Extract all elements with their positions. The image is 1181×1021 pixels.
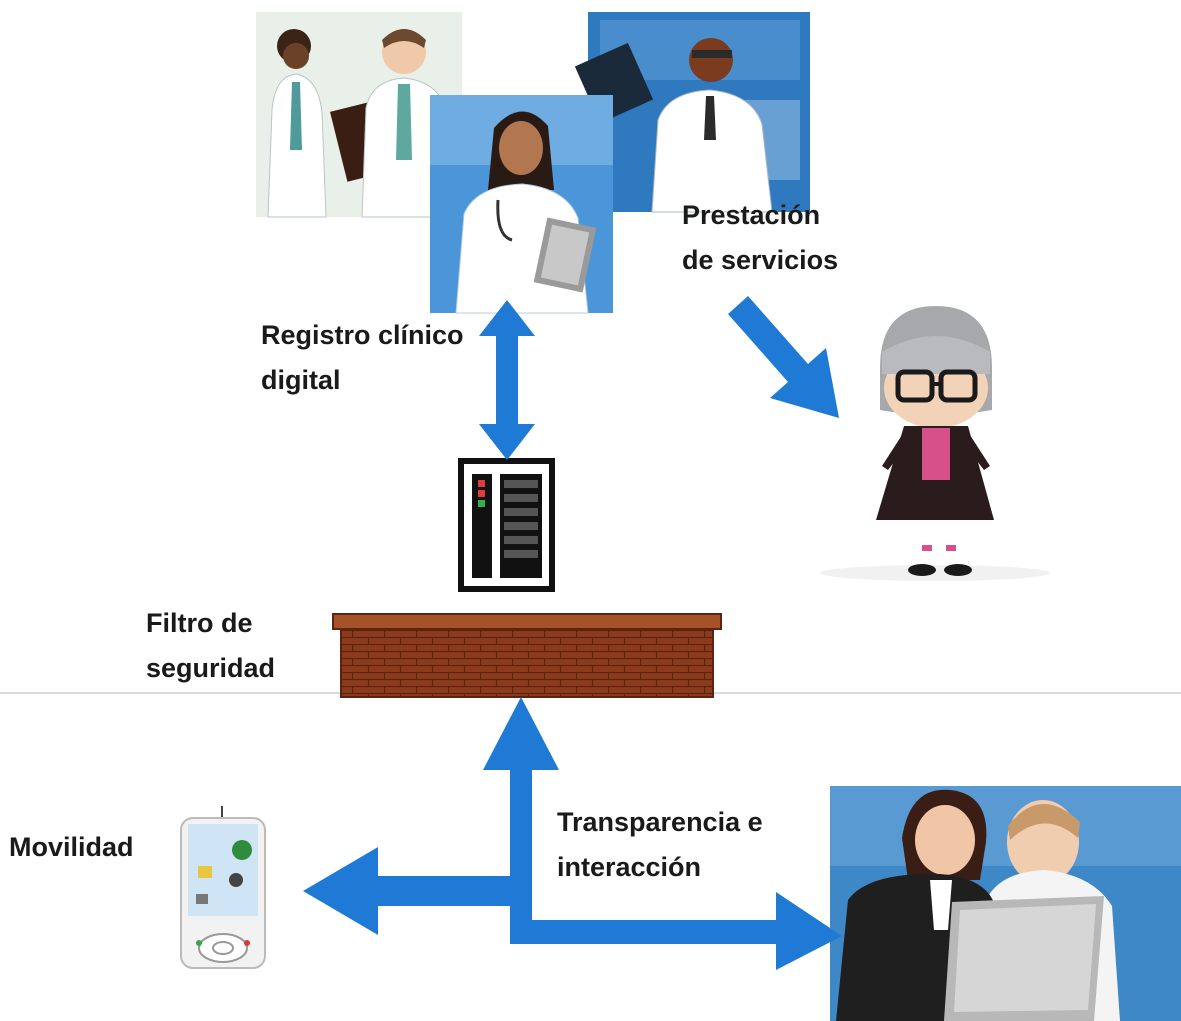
brick-wall-icon [332,613,722,698]
label-transparencia-line1: Transparencia e [557,807,763,837]
label-filtro-seguridad: Filtro de seguridad [146,601,275,691]
tree-arrows [303,697,842,970]
label-registro-line1: Registro clínico [261,320,464,350]
label-movilidad: Movilidad [9,825,134,870]
mobile-phone-icon [180,806,266,969]
arrow-diagonal [728,296,839,418]
label-filtro-line2: seguridad [146,653,276,683]
label-registro-line2: digital [261,365,341,395]
elderly-patient-illustration [820,306,1050,581]
doctor-clipboard-illustration [430,95,613,314]
label-prestacion-line1: Prestación [682,200,821,230]
label-movilidad-text: Movilidad [9,832,134,862]
double-arrow-vertical [479,300,535,460]
users-laptop-illustration [830,786,1181,1021]
label-prestacion-servicios: Prestación de servicios [682,193,838,283]
server-icon [458,458,555,592]
label-transparencia-interaccion: Transparencia e interacción [557,800,763,890]
label-registro-clinico: Registro clínico digital [261,313,464,403]
label-transparencia-line2: interacción [557,852,702,882]
doctors-meeting-illustration [256,12,462,218]
label-filtro-line1: Filtro de [146,608,253,638]
label-prestacion-line2: de servicios [682,245,839,275]
